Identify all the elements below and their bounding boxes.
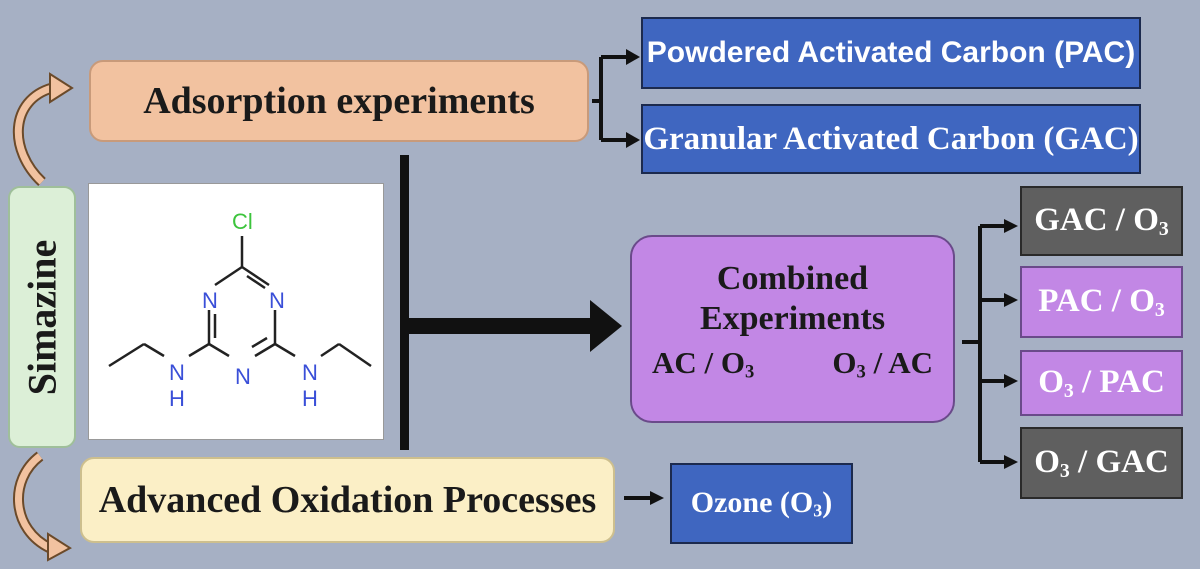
chlorine-atom: Cl	[232, 209, 253, 234]
nitrogen-atom-right: N	[269, 288, 285, 313]
big-arrow-head	[590, 300, 622, 352]
o3-gac-label: O3 / GAC	[1034, 443, 1169, 482]
nitrogen-atom-left: N	[202, 288, 218, 313]
pac-label: Powdered Activated Carbon (PAC)	[646, 36, 1136, 69]
gac-o3-box: GAC / O3	[1020, 186, 1183, 256]
simazine-label-box: Simazine	[8, 186, 76, 448]
simazine-structure: Cl N N N N H N H	[88, 183, 384, 440]
curved-arrow-top	[13, 82, 54, 187]
combined-experiments-box: Combined Experiments AC / O3 O3 / AC	[630, 235, 955, 423]
combined-ac-o3: AC / O3	[652, 345, 755, 383]
gac-o3-label: GAC / O3	[1034, 201, 1169, 240]
amine-n-left: N	[169, 360, 185, 385]
molecule-drawing: Cl N N N N H N H	[108, 209, 372, 411]
curved-arrow-bottom-head	[47, 532, 72, 562]
pac-o3-box: PAC / O3	[1020, 266, 1183, 338]
combined-title-line1: Combined	[716, 260, 869, 297]
advanced-oxidation-box: Advanced Oxidation Processes	[80, 457, 615, 543]
aop-label: Advanced Oxidation Processes	[98, 479, 597, 521]
o3-pac-box: O3 / PAC	[1020, 350, 1183, 416]
gac-box: Granular Activated Carbon (GAC)	[641, 104, 1141, 174]
adsorption-experiments-box: Adsorption experiments	[89, 60, 589, 142]
nitrogen-atom-bottom: N	[235, 364, 251, 389]
o3-pac-label: O3 / PAC	[1038, 363, 1165, 402]
amine-h-left: H	[169, 386, 185, 411]
combined-title-line2: Experiments	[699, 300, 886, 337]
big-arrow-shaft	[405, 318, 595, 334]
pac-o3-label: PAC / O3	[1038, 282, 1165, 321]
gac-label: Granular Activated Carbon (GAC)	[643, 120, 1139, 157]
curved-arrow-top-head	[49, 72, 74, 104]
ozone-label: Ozone (O3)	[690, 485, 833, 521]
vertical-connector	[400, 155, 409, 450]
o3-gac-box: O3 / GAC	[1020, 427, 1183, 499]
adsorption-bracket	[592, 55, 628, 142]
simazine-label: Simazine	[19, 239, 65, 395]
combined-bracket	[962, 224, 1006, 464]
amine-n-right: N	[302, 360, 318, 385]
ozone-box: Ozone (O3)	[670, 463, 853, 544]
pac-box: Powdered Activated Carbon (PAC)	[641, 17, 1141, 89]
combined-o3-ac: O3 / AC	[832, 345, 933, 383]
amine-h-right: H	[302, 386, 318, 411]
adsorption-label: Adsorption experiments	[143, 80, 535, 122]
